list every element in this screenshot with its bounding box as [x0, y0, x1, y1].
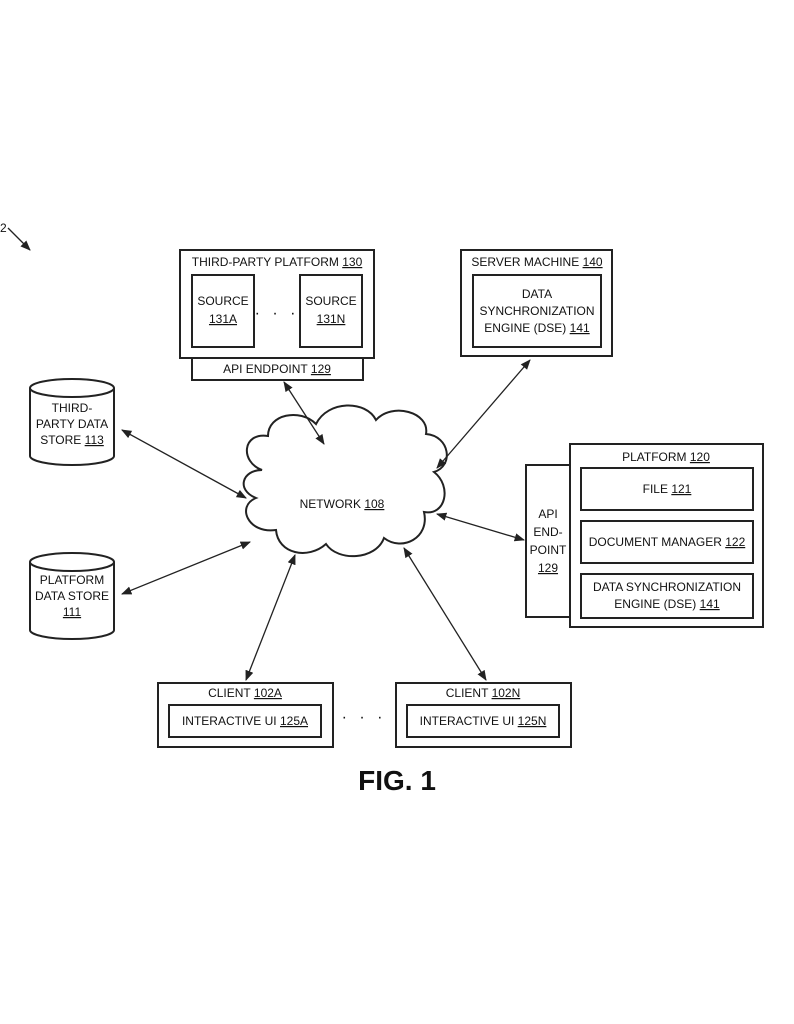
server-machine-title: SERVER MACHINE 140: [471, 255, 603, 269]
server-dse-line1: DATA: [522, 287, 552, 301]
third-party-platform-title: THIRD-PARTY PLATFORM 130: [192, 255, 363, 269]
platform-title: PLATFORM 120: [622, 450, 710, 464]
interactive-ui-125a-box: [168, 704, 322, 738]
document-manager-label: DOCUMENT MANAGER 122: [589, 535, 746, 549]
server-dse-line3: ENGINE (DSE) 141: [484, 321, 590, 335]
document-manager-box: [580, 520, 754, 564]
platform-data-store-ref: 111: [63, 605, 82, 619]
third-party-data-store: THIRD- PARTY DATA STORE 113: [29, 378, 115, 466]
arrow-network-client-n: [403, 547, 487, 681]
platform-data-store-top: [29, 552, 115, 572]
source-131a-box: [191, 274, 255, 348]
server-dse-box: [472, 274, 602, 348]
network-label: NETWORK 108: [300, 497, 385, 511]
source-131a-label: SOURCE: [197, 294, 248, 308]
platform-api-endpoint-line2: END-: [533, 525, 562, 539]
source-131a-ref: 131A: [209, 312, 237, 326]
third-party-data-store-line1: THIRD-: [52, 401, 93, 415]
arrow-server-network: [436, 359, 531, 469]
platform-api-endpoint-line1: API: [538, 507, 557, 521]
server-machine: SERVER MACHINE 140 DATA SYNCHRONIZATION …: [460, 249, 613, 357]
platform-api-endpoint-ref: 129: [538, 561, 558, 575]
platform-api-endpoint-box: [525, 464, 571, 618]
platform-dse-line1: DATA SYNCHRONIZATION: [593, 580, 741, 594]
corner-reference-label: 2: [0, 221, 7, 235]
platform-data-store-body: [29, 562, 115, 640]
third-party-data-store-line3: STORE 113: [40, 433, 104, 447]
platform-120: API END- POINT 129 PLATFORM 120 FILE 121…: [525, 443, 764, 628]
arrow-third-party-store-network: [121, 429, 247, 499]
arrow-network-client-a: [245, 554, 296, 681]
corner-reference-arrow: [7, 227, 31, 251]
third-party-platform: API ENDPOINT 129 THIRD-PARTY PLATFORM 13…: [179, 249, 375, 381]
arrow-network-platform: [436, 512, 525, 542]
arrow-platform-store-network: [121, 541, 251, 595]
third-party-data-store-line2: PARTY DATA: [36, 417, 108, 431]
sources-ellipsis: · · ·: [255, 305, 300, 322]
platform-dse-line2: ENGINE (DSE) 141: [614, 597, 720, 611]
network-cloud: NETWORK 108: [242, 404, 448, 558]
source-131n-box: [299, 274, 363, 348]
platform-data-store: PLATFORM DATA STORE 111: [29, 552, 115, 640]
third-party-data-store-top: [29, 378, 115, 398]
figure-label: FIG. 1: [358, 765, 436, 796]
file-box: [580, 467, 754, 511]
network-cloud-shape: [242, 404, 448, 558]
client-102n: CLIENT 102N INTERACTIVE UI 125N: [395, 682, 572, 748]
client-102a: CLIENT 102A INTERACTIVE UI 125A: [157, 682, 334, 748]
interactive-ui-125n-label: INTERACTIVE UI 125N: [420, 714, 547, 728]
source-131n-label: SOURCE: [305, 294, 356, 308]
clients-ellipsis: · · ·: [342, 709, 387, 726]
interactive-ui-125n-box: [406, 704, 560, 738]
platform-data-store-line2: DATA STORE: [35, 589, 109, 603]
client-102n-title: CLIENT 102N: [446, 686, 521, 700]
platform-api-endpoint-line3: POINT: [530, 543, 567, 557]
platform-dse-box: [580, 573, 754, 619]
platform-data-store-line1: PLATFORM: [40, 573, 104, 587]
interactive-ui-125a-label: INTERACTIVE UI 125A: [182, 714, 308, 728]
client-102a-title: CLIENT 102A: [208, 686, 282, 700]
third-party-api-endpoint-label: API ENDPOINT 129: [223, 362, 331, 376]
file-label: FILE 121: [643, 482, 692, 496]
arrow-api-endpoint-network: [283, 381, 325, 445]
server-dse-line2: SYNCHRONIZATION: [479, 304, 594, 318]
third-party-data-store-body: [29, 388, 115, 466]
source-131n-ref: 131N: [317, 312, 346, 326]
